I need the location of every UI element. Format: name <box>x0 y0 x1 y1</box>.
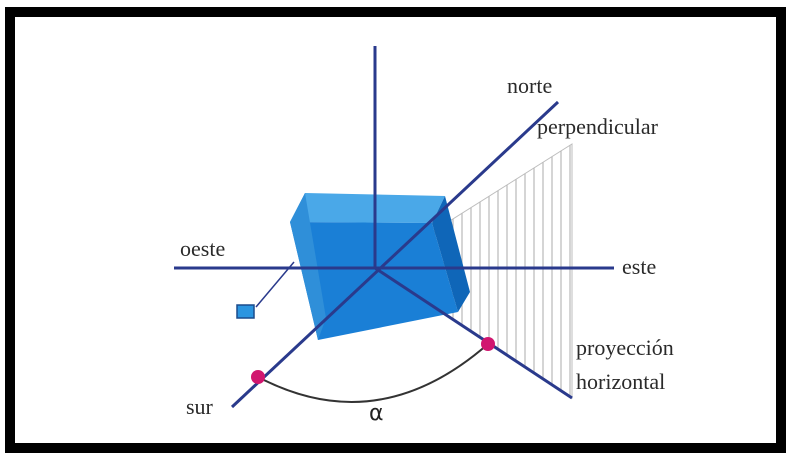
label-este: este <box>622 254 656 279</box>
label-perpendicular: perpendicular <box>537 114 659 139</box>
angle-point-sur <box>251 370 265 384</box>
cube-top-face <box>290 193 445 223</box>
angle-point-projection <box>481 337 495 351</box>
label-proyeccion: proyección <box>576 335 674 360</box>
axes <box>174 46 614 409</box>
label-sur: sur <box>186 394 214 419</box>
leader-line <box>255 261 295 308</box>
label-horizontal: horizontal <box>576 369 665 394</box>
blue-cube <box>290 193 470 340</box>
label-norte: norte <box>507 73 552 98</box>
label-oeste: oeste <box>180 236 225 261</box>
cube-side-face <box>432 196 470 312</box>
label-alpha: α <box>369 401 384 426</box>
angle-arc <box>257 343 489 403</box>
horizontal-projection-line <box>374 266 573 400</box>
small-square <box>236 304 255 319</box>
cube-front-face <box>290 222 458 340</box>
north-south-axis <box>230 100 560 409</box>
